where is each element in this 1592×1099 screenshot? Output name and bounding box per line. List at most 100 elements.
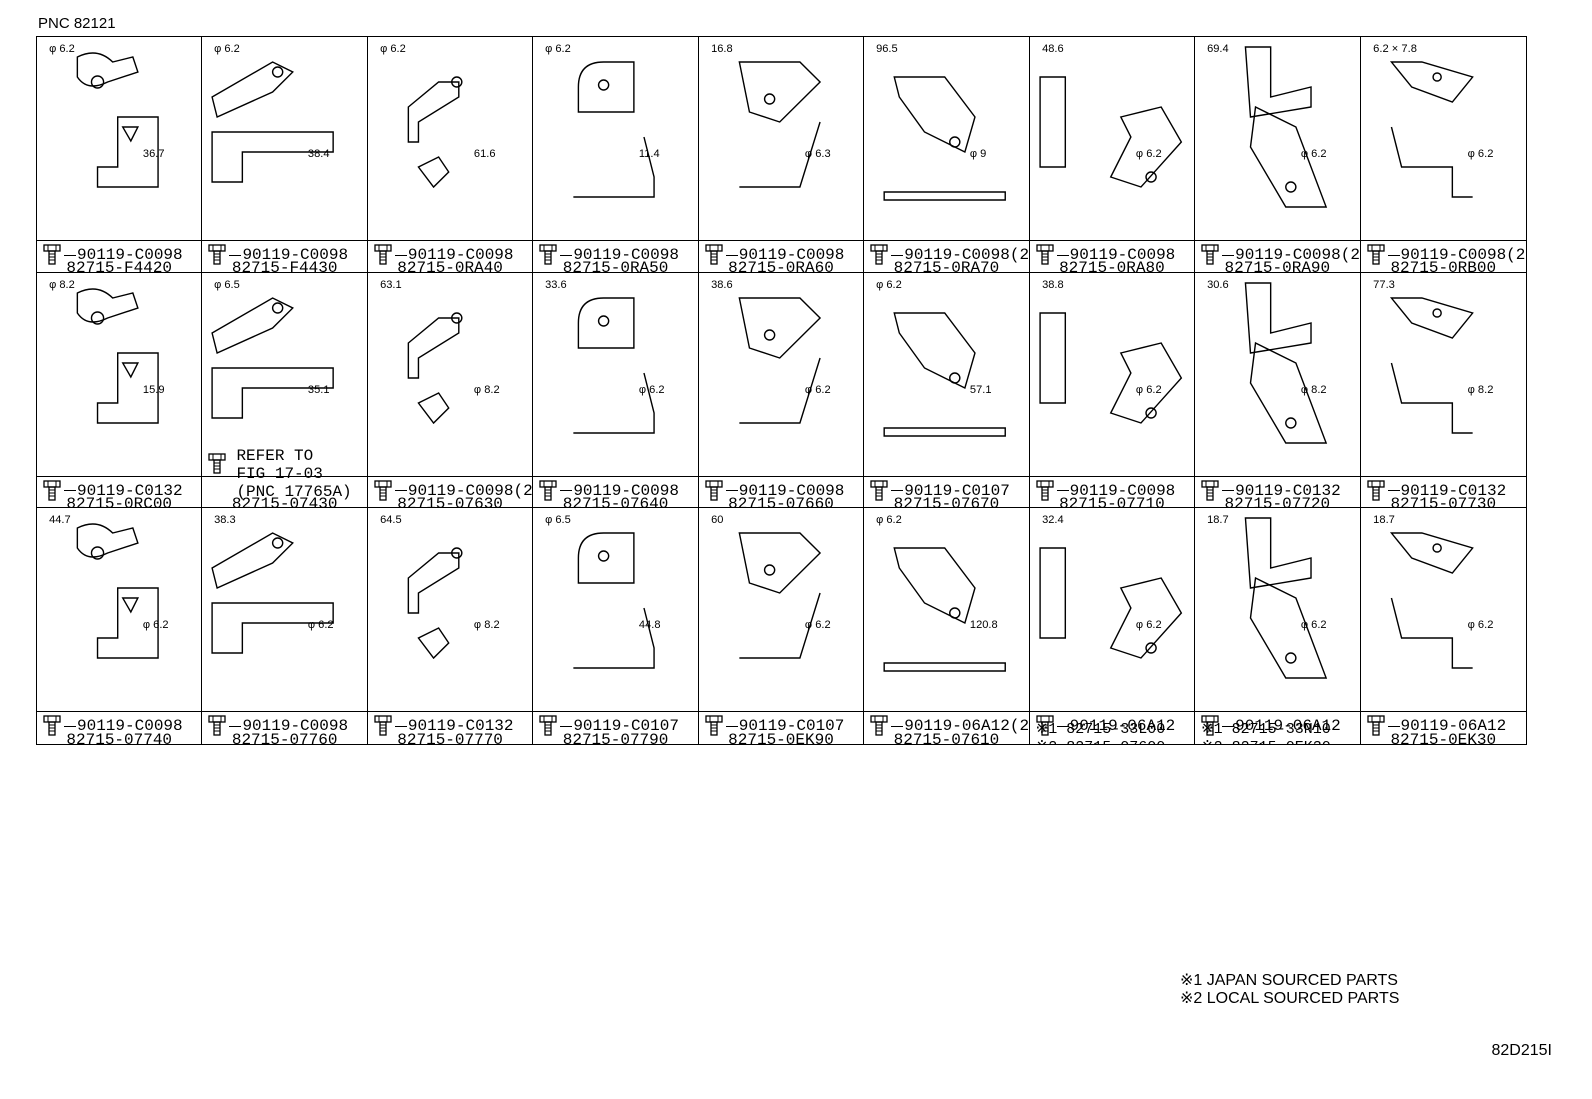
fastener-callout: 90119-C0098: [537, 244, 679, 266]
fastener-part-number: 90119-C0107: [904, 481, 1010, 500]
footnote-1: ※1 JAPAN SOURCED PARTS: [1180, 972, 1398, 989]
bolt-icon: [41, 244, 63, 266]
fastener-part-number: 90119-06A12: [1400, 717, 1507, 736]
fastener-callout: 90119-C0098(2): [868, 244, 1029, 266]
bolt-icon: [1034, 244, 1056, 266]
dimension-label: φ 6.2: [805, 384, 831, 396]
bracket-drawing: 32.4φ 6.2: [1039, 514, 1182, 660]
dimension-label: φ 9: [970, 148, 986, 160]
dimension-label: 77.3: [1373, 279, 1395, 291]
dimension-label: φ 6.3: [805, 148, 831, 160]
fastener-callout: 90119-06A12(2): [868, 715, 1029, 737]
fastener-callout: 90119-C0132: [372, 715, 514, 737]
dimension-label: 38.4: [308, 148, 330, 160]
dimension-label: φ 8.2: [474, 619, 500, 631]
fastener-part-number: 90119-C0098: [1069, 481, 1176, 500]
dimension-label: 32.4: [1042, 514, 1064, 526]
fastener-callout: 90119-C0132: [1199, 480, 1341, 502]
fastener-part-number: 90119-06A12: [1235, 717, 1341, 736]
fastener-callout: [206, 453, 228, 475]
fastener-part-number: 90119-C0132: [1235, 481, 1341, 500]
pnc-label: PNC 82121: [38, 15, 116, 32]
fastener-callout: 90119-C0132: [1365, 480, 1507, 502]
part-number-line: ※2 82715-07600: [1036, 739, 1166, 744]
part-number: 82715-07660: [698, 475, 864, 507]
fastener-callout: 90119-C0098: [41, 715, 183, 737]
bracket-drawing: 16.8 φ 6.3: [711, 43, 831, 188]
dimension-label: 18.7: [1373, 514, 1395, 526]
part-number: 82715-0RA90: [1195, 240, 1360, 272]
bolt-icon: [1365, 480, 1387, 502]
bracket-drawing: 96.5φ 9: [876, 43, 1007, 201]
bolt-icon: [1199, 715, 1221, 737]
part-number: 82715-07610: [864, 711, 1029, 744]
bracket-drawing: 18.7 φ 6.2: [1373, 514, 1493, 670]
fastener-part-number: 90119-C0098(2): [407, 481, 534, 500]
dimension-label: 57.1: [970, 384, 992, 396]
part-number: 82715-0RA80: [1029, 240, 1195, 272]
bolt-icon: [206, 715, 228, 737]
bolt-icon: [537, 244, 559, 266]
bolt-icon: [703, 480, 725, 502]
bracket-drawing: φ 8.215.9: [49, 279, 165, 424]
bracket-drawing: 77.3φ 8.2: [1373, 279, 1493, 434]
fastener-callout: 90119-C0132: [41, 480, 183, 502]
fastener-callout: 90119-06A12: [1199, 715, 1341, 737]
bolt-icon: [868, 715, 890, 737]
fastener-part-number: 90119-C0098(2): [904, 246, 1030, 264]
dimension-label: φ 6.2: [1301, 619, 1327, 631]
fastener-part-number: 90119-C0098: [242, 717, 349, 736]
fastener-callout: 90119-C0098: [206, 244, 348, 266]
part-number: 82715-0EK90: [698, 711, 864, 744]
dimension-label: φ 8.2: [49, 279, 75, 291]
part-number: 82715-0EK30: [1360, 711, 1526, 744]
dimension-label: 16.8: [711, 43, 733, 55]
figure-id: 82D215I: [1491, 1042, 1553, 1059]
dimension-label: 30.6: [1207, 279, 1229, 291]
bolt-icon: [206, 453, 228, 475]
part-cell: 32.4φ 6.2 90119-06A12 ※1 82715-33L00 ※2 …: [1029, 508, 1196, 744]
dimension-label: φ 8.2: [474, 384, 500, 396]
fastener-callout: 90119-C0098: [537, 480, 679, 502]
part-number: 82715-07720: [1195, 475, 1360, 507]
fastener-part-number: 90119-C0132: [1400, 481, 1507, 500]
bracket-drawing: φ 6.211.4: [545, 43, 660, 198]
part-number-line: ※1 82715-33N10: [1201, 721, 1331, 739]
part-number: 82715-07670: [864, 475, 1029, 507]
dimension-label: φ 6.2: [1467, 148, 1493, 160]
part-number: 82715-07630: [367, 475, 533, 507]
bracket-drawing: 38.8 φ 6.2: [1039, 279, 1182, 424]
bracket-drawing: 33.6φ 6.2: [545, 279, 665, 434]
fastener-callout: 90119-C0107: [537, 715, 679, 737]
footnotes: ※1 JAPAN SOURCED PARTS ※2 LOCAL SOURCED …: [1180, 972, 1399, 1008]
footnote-2: ※2 LOCAL SOURCED PARTS: [1180, 990, 1400, 1007]
dimension-label: φ 6.2: [1136, 384, 1162, 396]
fastener-part-number: 90119-C0098: [77, 717, 183, 736]
refer-note: REFER TO FIG 17-03 (PNC 17765A): [236, 446, 352, 501]
bracket-drawing: 44.7φ 6.2: [49, 514, 169, 660]
dimension-label: 64.5: [380, 514, 402, 526]
bolt-icon: [372, 480, 394, 502]
fastener-callout: 90119-C0098: [1034, 244, 1175, 266]
dimension-label: φ 6.2: [1467, 619, 1493, 631]
dimension-label: φ 6.2: [545, 43, 571, 55]
fastener-part-number: 90119-C0132: [77, 481, 183, 500]
part-number: 82715-07430: [202, 475, 367, 507]
dimension-label: 38.8: [1042, 279, 1064, 291]
